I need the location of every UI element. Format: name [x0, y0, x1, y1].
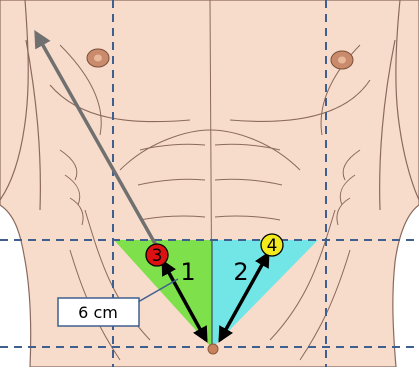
measurement-label: 6 cm	[78, 303, 118, 322]
port-3-marker: 3	[146, 244, 168, 266]
zone-1-label: 1	[180, 258, 195, 286]
navel-marker	[208, 344, 218, 354]
zone-2-label: 2	[233, 258, 248, 286]
port-4-marker: 4	[261, 234, 283, 256]
port-3-label: 3	[152, 246, 163, 266]
right-nipple	[331, 51, 353, 69]
port-4-label: 4	[267, 236, 278, 256]
left-nipple	[87, 49, 109, 67]
